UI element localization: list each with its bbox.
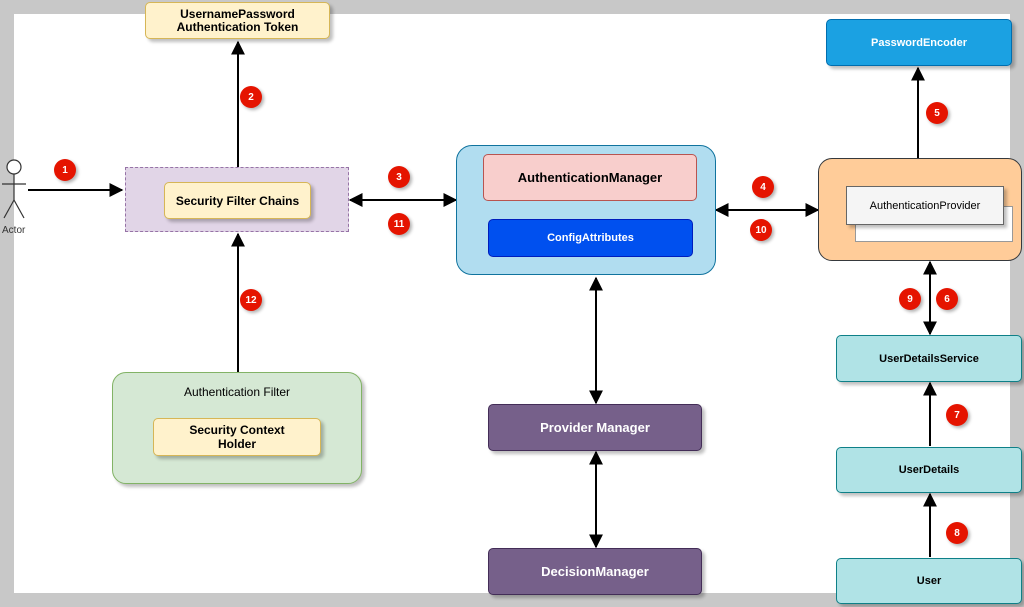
step-badge-8: 8 xyxy=(946,522,968,544)
user-details-service-node: UserDetailsService xyxy=(836,335,1022,382)
step-badge-6: 6 xyxy=(936,288,958,310)
filter-chains-label: Security Filter Chains xyxy=(175,193,300,208)
auth-manager-node: AuthenticationManager xyxy=(483,154,697,201)
step-badge-9: 9 xyxy=(899,288,921,310)
step-badge-2: 2 xyxy=(240,86,262,108)
token-node: UsernamePassword Authentication Token xyxy=(145,2,330,39)
provider-manager-label: Provider Manager xyxy=(540,420,650,435)
actor-label: Actor xyxy=(2,225,26,236)
user-details-service-label: UserDetailsService xyxy=(879,352,979,365)
auth-provider-label: AuthenticationProvider xyxy=(869,199,981,212)
context-holder-label: Security Context Holder xyxy=(189,423,285,451)
config-attributes-label: ConfigAttributes xyxy=(547,232,634,244)
step-badge-4: 4 xyxy=(752,176,774,198)
user-details-label: UserDetails xyxy=(898,464,960,476)
password-encoder-label: PasswordEncoder xyxy=(871,36,967,49)
context-holder-node: Security Context Holder xyxy=(153,418,321,456)
step-badge-1: 1 xyxy=(54,159,76,181)
auth-manager-label: AuthenticationManager xyxy=(517,170,663,185)
token-label: UsernamePassword Authentication Token xyxy=(176,6,299,34)
auth-filter-label: Authentication Filter xyxy=(183,385,291,399)
decision-manager-node: DecisionManager xyxy=(488,548,702,595)
filter-chains-node: Security Filter Chains xyxy=(164,182,311,219)
step-badge-5: 5 xyxy=(926,102,948,124)
provider-manager-node: Provider Manager xyxy=(488,404,702,451)
stick-figure-icon xyxy=(2,159,26,219)
step-badge-10: 10 xyxy=(750,219,772,241)
step-badge-7: 7 xyxy=(946,404,968,426)
step-badge-12: 12 xyxy=(240,289,262,311)
decision-manager-label: DecisionManager xyxy=(541,564,649,579)
user-node: User xyxy=(836,558,1022,604)
config-attributes-node: ConfigAttributes xyxy=(488,219,693,257)
step-badge-3: 3 xyxy=(388,166,410,188)
diagram-canvas xyxy=(14,14,1010,593)
user-details-node: UserDetails xyxy=(836,447,1022,493)
password-encoder-node: PasswordEncoder xyxy=(826,19,1012,66)
auth-provider-node: AuthenticationProvider xyxy=(846,186,1004,225)
step-badge-11: 11 xyxy=(388,213,410,235)
user-label: User xyxy=(916,575,942,587)
